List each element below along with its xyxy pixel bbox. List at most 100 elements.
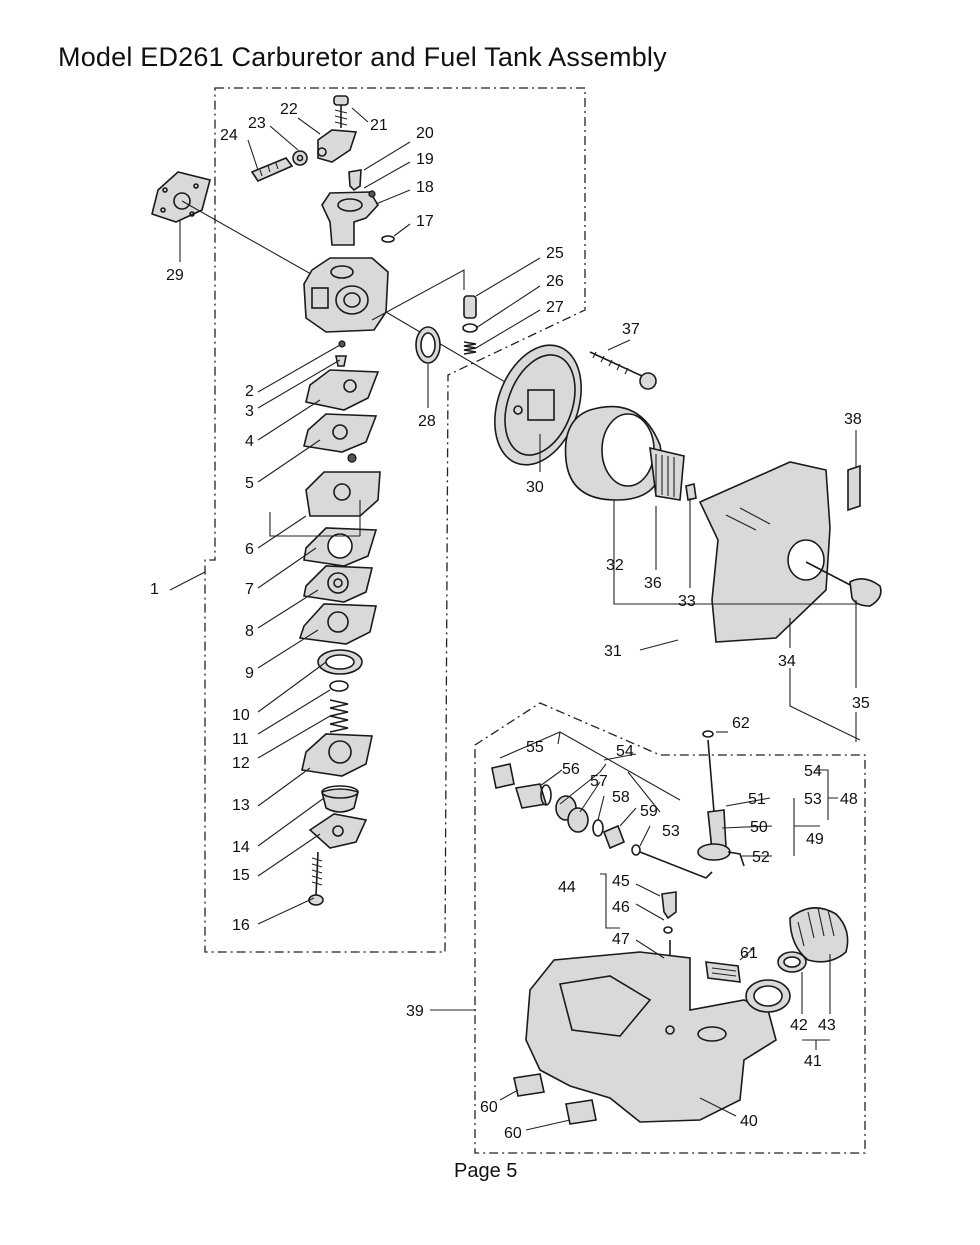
callout-57: 57: [590, 773, 608, 790]
diaphragm-cover-9: [298, 603, 377, 645]
gasket-10: [317, 649, 363, 675]
grommet-61: [705, 961, 741, 983]
fuel-tank-assembly-boundary: [474, 702, 866, 1154]
callout-3: 3: [245, 403, 254, 420]
plug-25: [463, 295, 477, 319]
callout-27: 27: [546, 299, 564, 316]
callout-47: 47: [612, 931, 630, 948]
callout-31: 31: [604, 643, 622, 660]
diaphragm-8: [303, 565, 374, 603]
carburetor-assembly-boundary: [204, 87, 586, 953]
callout-2: 2: [245, 383, 254, 400]
callout-59: 59: [640, 803, 658, 820]
gasket-42: [777, 951, 807, 973]
diaphragm-4: [303, 413, 378, 453]
fuel-fitting-56: [514, 783, 552, 809]
callout-50: 50: [750, 819, 768, 836]
callout-48: 48: [840, 791, 858, 808]
fuel-line-52: [639, 851, 713, 879]
callout-7: 7: [245, 581, 254, 598]
cover-plate-15: [308, 813, 368, 849]
fuel-tank-40: [525, 951, 791, 1123]
callout-60-lower: 60: [504, 1125, 522, 1142]
callout-45: 45: [612, 873, 630, 890]
spring-12: [329, 699, 349, 733]
callout-13: 13: [232, 797, 250, 814]
callout-14: 14: [232, 839, 250, 856]
callout-32: 32: [606, 557, 624, 574]
callout-5: 5: [245, 475, 254, 492]
callout-33: 33: [678, 593, 696, 610]
callout-19: 19: [416, 151, 434, 168]
bolt-37: [589, 351, 657, 390]
o-ring-46: [663, 926, 673, 934]
callout-21: 21: [370, 117, 388, 134]
callout-40: 40: [740, 1113, 758, 1130]
callout-42: 42: [790, 1017, 808, 1034]
o-ring-53: [631, 844, 641, 856]
callout-60-upper: 60: [480, 1099, 498, 1116]
callout-6: 6: [245, 541, 254, 558]
adjust-screw-24: [250, 157, 294, 183]
callout-51: 51: [748, 791, 766, 808]
callout-56: 56: [562, 761, 580, 778]
needle-seat-3: [335, 355, 347, 367]
primer-bulb-14: [321, 785, 359, 813]
callout-36: 36: [644, 575, 662, 592]
clip-62: [702, 730, 714, 738]
callout-9: 9: [245, 665, 254, 682]
fuel-pickup-51-50: [697, 739, 745, 867]
callout-55: 55: [526, 739, 544, 756]
callout-34: 34: [778, 653, 796, 670]
callout-20: 20: [416, 125, 434, 142]
gasket-29: [151, 171, 211, 223]
callout-61: 61: [740, 945, 758, 962]
carburetor-body: [303, 257, 389, 333]
callout-43: 43: [818, 1017, 836, 1034]
callout-46: 46: [612, 899, 630, 916]
gasket-7: [303, 527, 378, 567]
air-cleaner-base-30: [494, 344, 582, 466]
callout-41: 41: [804, 1053, 822, 1070]
callout-53-right: 53: [804, 791, 822, 808]
callout-10: 10: [232, 707, 250, 724]
callout-54-right: 54: [804, 763, 822, 780]
callout-15: 15: [232, 867, 250, 884]
callout-54-left: 54: [616, 743, 634, 760]
throttle-valve-body-18: [321, 190, 379, 246]
gasket-3-plate: [305, 369, 380, 411]
breather-45: [661, 891, 677, 920]
callout-39: 39: [406, 1003, 424, 1020]
callout-18: 18: [416, 179, 434, 196]
page-footer: Page 5: [454, 1160, 518, 1182]
callout-1: 1: [150, 581, 159, 598]
label-38: [847, 464, 861, 512]
leader-lines: [169, 107, 861, 1131]
mount-60-upper: [513, 1073, 545, 1097]
nut-23: [292, 150, 308, 166]
spring-27: [463, 341, 477, 355]
pump-body-6: [305, 453, 381, 517]
callout-16: 16: [232, 917, 250, 934]
callout-62: 62: [732, 715, 750, 732]
callout-23: 23: [248, 115, 266, 132]
callout-30: 30: [526, 479, 544, 496]
callout-53-left: 53: [662, 823, 680, 840]
needle-2: [338, 340, 346, 348]
callout-12: 12: [232, 755, 250, 772]
needle-19: [348, 169, 362, 192]
page-title: Model ED261 Carburetor and Fuel Tank Ass…: [58, 42, 667, 72]
mount-60-lower: [565, 1099, 597, 1125]
callout-52: 52: [752, 849, 770, 866]
callout-49: 49: [806, 831, 824, 848]
fuel-cap-43: [789, 907, 849, 963]
filter-36: [649, 446, 685, 501]
callout-37: 37: [622, 321, 640, 338]
callout-4: 4: [245, 433, 254, 450]
callout-28: 28: [418, 413, 436, 430]
callout-11: 11: [232, 731, 249, 748]
callout-22: 22: [280, 101, 298, 118]
knob-35: [805, 561, 882, 607]
air-cleaner-cover-34: [698, 461, 831, 643]
